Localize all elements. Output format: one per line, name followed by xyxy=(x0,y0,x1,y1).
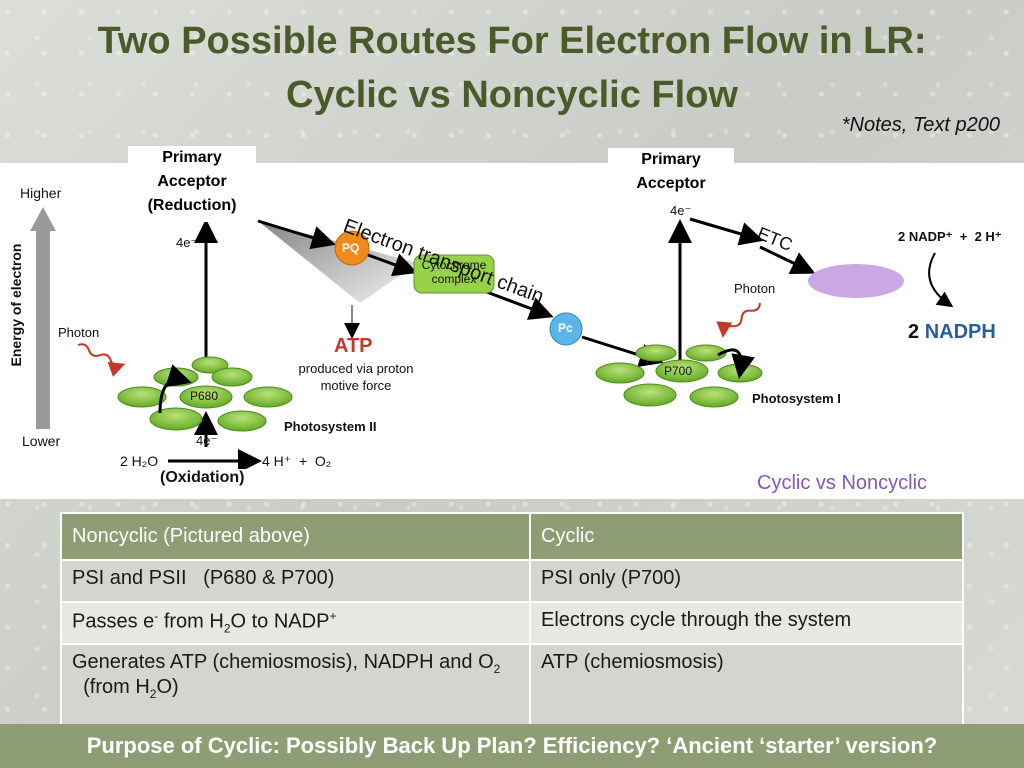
diagram-graphics xyxy=(30,207,954,473)
photosystem-1-discs xyxy=(595,344,763,408)
cell-cyclic-products: ATP (chemiosmosis) xyxy=(529,643,964,729)
ps1-acceptor-line-1: Primary xyxy=(641,151,701,168)
cell-noncyclic-products: Generates ATP (chemiosmosis), NADPH and … xyxy=(60,643,531,729)
cytochrome-complex xyxy=(413,254,495,294)
atp-desc-line-1: produced via proton xyxy=(298,361,414,376)
text-part: (from H xyxy=(72,676,150,698)
subscript: 2 xyxy=(223,621,231,636)
cytochrome-line-2: complex xyxy=(431,272,477,286)
pc-label: Pc xyxy=(558,321,573,335)
p680-label: P680 xyxy=(190,389,219,403)
pq-carrier xyxy=(334,230,370,266)
cytochrome-label: Cytochrome complex xyxy=(414,258,494,286)
cell-noncyclic-photosystems: PSI and PSII (P680 & P700) xyxy=(60,559,531,603)
cell-cyclic-electron-path: Electrons cycle through the system xyxy=(529,601,964,645)
ps2-acceptor-line-2: Acceptor xyxy=(157,173,227,190)
photosystem-1-label: Photosystem I xyxy=(752,391,841,406)
subscript: 2 xyxy=(149,687,157,701)
cytochrome-line-1: Cytochrome xyxy=(421,258,487,272)
ps1-electrons-label: 4e⁻ xyxy=(670,203,692,218)
notes-reference: *Notes, Text p200 xyxy=(841,114,1000,136)
water-electrons-label: 4e⁻ xyxy=(196,433,218,448)
diagram-caption: Cyclic vs Noncyclic xyxy=(757,472,928,494)
ps1-acceptor-line-2: Acceptor xyxy=(636,175,706,192)
ps2-acceptor-line-1: Primary xyxy=(162,149,222,166)
purpose-banner: Purpose of Cyclic: Possibly Back Up Plan… xyxy=(0,724,1024,768)
oxidation-label: (Oxidation) xyxy=(156,469,249,487)
cell-cyclic-photosystems: PSI only (P700) xyxy=(529,559,964,603)
nadph-count: 2 xyxy=(908,321,920,343)
pc-carrier xyxy=(549,312,583,346)
axis-label: Energy of electron xyxy=(8,243,24,367)
header-cyclic: Cyclic xyxy=(529,512,964,561)
text-part: O) xyxy=(156,676,179,698)
page-title: Two Possible Routes For Electron Flow in… xyxy=(0,14,1024,122)
p700-label: P700 xyxy=(664,364,693,378)
title-line-1: Two Possible Routes For Electron Flow in… xyxy=(97,20,927,62)
water-label: 2 H₂O xyxy=(120,453,159,469)
superscript: - xyxy=(154,609,159,623)
photon-2-icon xyxy=(77,343,126,377)
nadp-input-label: 2 NADP⁺ + 2 H⁺ xyxy=(898,229,1002,244)
ps1-primary-acceptor: Primary Acceptor xyxy=(608,148,734,204)
text-part: Generates ATP (chemiosmosis), NADPH and … xyxy=(72,651,494,673)
axis-higher: Higher xyxy=(20,185,62,201)
water-products-label: 4 H⁺ + O₂ xyxy=(262,453,332,469)
title-line-2: Cyclic vs Noncyclic Flow xyxy=(286,74,738,116)
superscript: + xyxy=(329,609,337,623)
table-row: Passes e- from H2O to NADP+ Electrons cy… xyxy=(60,601,964,645)
subscript: 2 xyxy=(493,662,501,676)
table-header-row: Noncyclic (Pictured above) Cyclic xyxy=(60,512,964,561)
text-part: O to NADP xyxy=(230,610,330,633)
photon-1-icon xyxy=(716,302,761,338)
nadph-label: 2 NADPH xyxy=(908,321,996,344)
nadp-reductase xyxy=(808,264,904,298)
text-part: Passes e xyxy=(72,610,155,633)
atp-label: ATP xyxy=(334,335,373,357)
text-part: from H xyxy=(158,610,224,633)
axis-lower: Lower xyxy=(22,433,61,449)
header-noncyclic: Noncyclic (Pictured above) xyxy=(60,512,531,561)
energy-axis xyxy=(30,207,56,429)
cell-noncyclic-electron-path: Passes e- from H2O to NADP+ xyxy=(60,601,531,645)
pq-label: PQ xyxy=(342,241,360,255)
table-row: PSI and PSII (P680 & P700) PSI only (P70… xyxy=(60,559,964,603)
atp-desc-line-2: motive force xyxy=(320,378,392,393)
photosystem-2-label: Photosystem II xyxy=(284,419,377,434)
photon-1-label: Photon xyxy=(734,281,776,296)
electron-cone xyxy=(258,221,418,303)
nadph-text: NADPH xyxy=(924,321,996,343)
comparison-table: Noncyclic (Pictured above) Cyclic PSI an… xyxy=(60,512,964,729)
photon-2-label: Photon xyxy=(58,325,100,340)
table-row: Generates ATP (chemiosmosis), NADPH and … xyxy=(60,643,964,729)
ps2-electrons-label: 4e⁻ xyxy=(176,235,198,250)
atp-description: produced via proton motive force xyxy=(286,360,426,394)
ps2-acceptor-line-3: (Reduction) xyxy=(147,197,237,214)
ps2-primary-acceptor: Primary Acceptor (Reduction) xyxy=(128,146,256,222)
